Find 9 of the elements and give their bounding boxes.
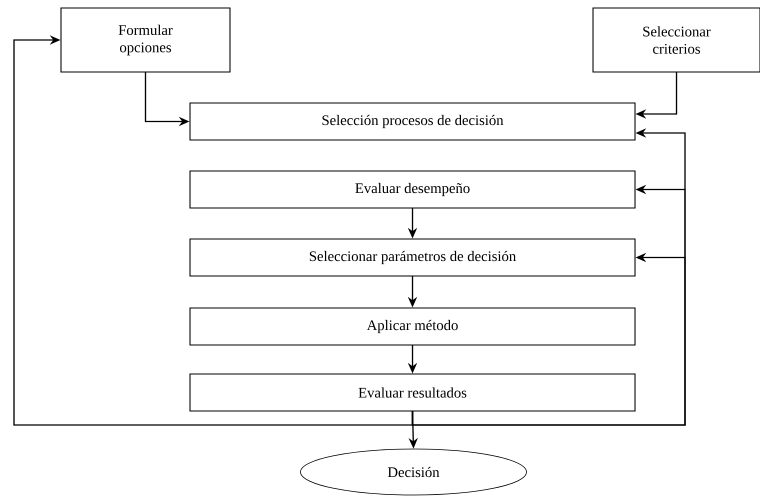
process-box: Seleccionar criterios: [592, 7, 760, 73]
oval-terminal: Decisión: [300, 448, 527, 496]
process-box: Selección procesos de decisión: [189, 102, 636, 141]
process-box: Formular opciones: [60, 7, 231, 73]
process-box: Evaluar desempeño: [189, 170, 636, 209]
process-box: Evaluar resultados: [189, 373, 636, 412]
process-box: Seleccionar parámetros de decisión: [189, 238, 636, 277]
feedback-arrow: [13, 35, 414, 426]
process-box: Aplicar método: [189, 307, 636, 346]
